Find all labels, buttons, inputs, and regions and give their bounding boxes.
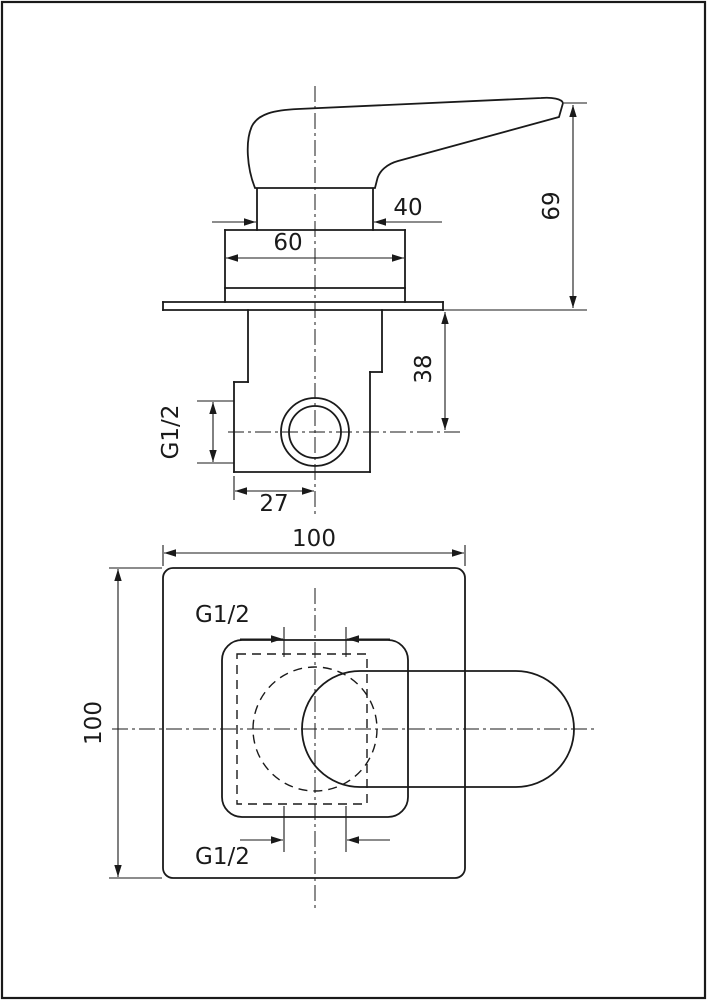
dim-label-100-width: 100: [292, 526, 336, 552]
wall-plate-outline: [162, 567, 466, 879]
dim-label-38: 38: [411, 354, 437, 383]
front-view-centerlines: [112, 588, 598, 908]
front-view-dimensions: 100 100 G1/2 G1/2: [81, 526, 466, 879]
concealed-body-hidden: [236, 653, 368, 805]
dim-label-100-height: 100: [81, 701, 107, 745]
dim-label-27: 27: [259, 491, 288, 517]
mixer-handle-outline: [246, 96, 564, 189]
dim-label-60: 60: [273, 230, 302, 256]
dim-label-40: 40: [393, 195, 422, 221]
thread-label-side: G1/2: [158, 405, 184, 460]
thread-label-front-bottom: G1/2: [195, 844, 250, 870]
dim-label-69: 69: [539, 191, 565, 220]
side-view-outline: [162, 96, 564, 473]
side-view: 40 60 69 38 G1/2 27: [158, 86, 587, 517]
front-view: 100 100 G1/2 G1/2: [81, 526, 598, 908]
side-view-centerlines: [228, 86, 462, 514]
side-view-dimensions: 40 60 69 38 G1/2 27: [158, 102, 587, 517]
thread-label-front-top: G1/2: [195, 602, 250, 628]
